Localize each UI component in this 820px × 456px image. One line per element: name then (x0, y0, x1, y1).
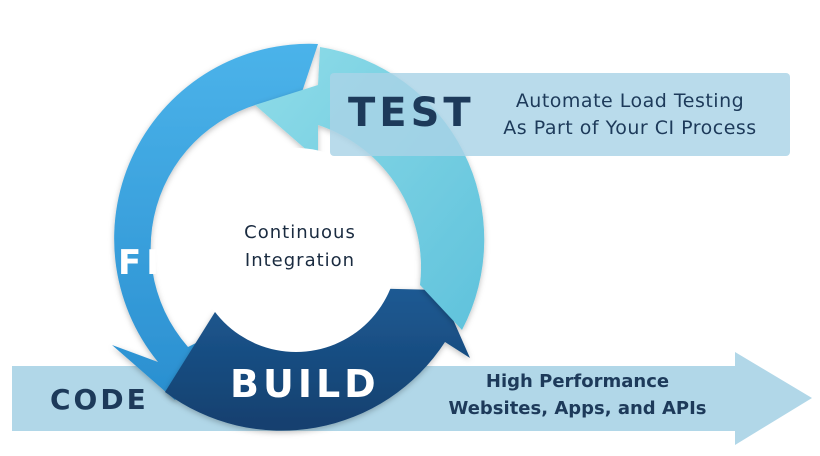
code-label: CODE (50, 383, 149, 416)
bottom-banner-line2: Websites, Apps, and APIs (448, 398, 707, 419)
test-banner-line2: As Part of Your CI Process (503, 117, 757, 139)
bottom-banner-line1: High Performance (485, 371, 670, 392)
center-title-line2: Integration (244, 250, 356, 271)
center-title-line1: Continuous (244, 222, 356, 243)
test-banner-line1: Automate Load Testing (515, 90, 745, 112)
test-banner-box (330, 73, 790, 156)
fix-arrow (112, 43, 318, 400)
test-stage-label: TEST (348, 90, 475, 136)
fix-stage-label: FIX (118, 243, 196, 283)
build-stage-label: BUILD (230, 362, 380, 406)
center-circle (194, 148, 398, 352)
